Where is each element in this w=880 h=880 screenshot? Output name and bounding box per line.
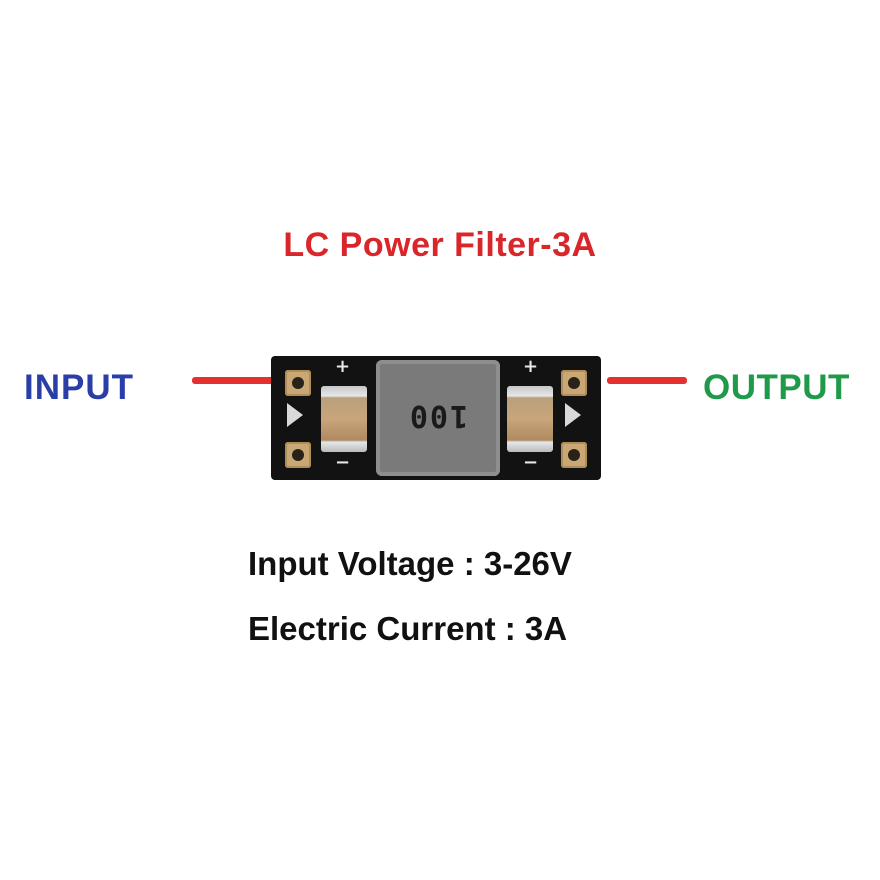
product-title: LC Power Filter-3A (283, 226, 597, 264)
output-minus-mark: − (523, 452, 539, 473)
spec-input-voltage: Input Voltage : 3-26V (248, 545, 572, 582)
input-pad-negative (285, 442, 311, 468)
input-label: INPUT (24, 368, 134, 407)
input-capacitor (321, 386, 367, 452)
spec-electric-current: Electric Current : 3A (248, 610, 568, 647)
input-arrow-icon (287, 403, 303, 427)
output-capacitor (507, 386, 553, 452)
output-label: OUTPUT (703, 368, 850, 407)
input-pad-positive (285, 370, 311, 396)
output-pad-positive (561, 370, 587, 396)
input-plus-mark: + (335, 356, 351, 377)
output-plus-mark: + (523, 356, 539, 377)
input-minus-mark: − (335, 452, 351, 473)
inductor-code: 100 (407, 398, 469, 433)
inductor: 100 (376, 360, 500, 476)
output-wire (607, 377, 687, 384)
output-arrow-icon (565, 403, 581, 427)
input-wire (192, 377, 276, 384)
output-pad-negative (561, 442, 587, 468)
